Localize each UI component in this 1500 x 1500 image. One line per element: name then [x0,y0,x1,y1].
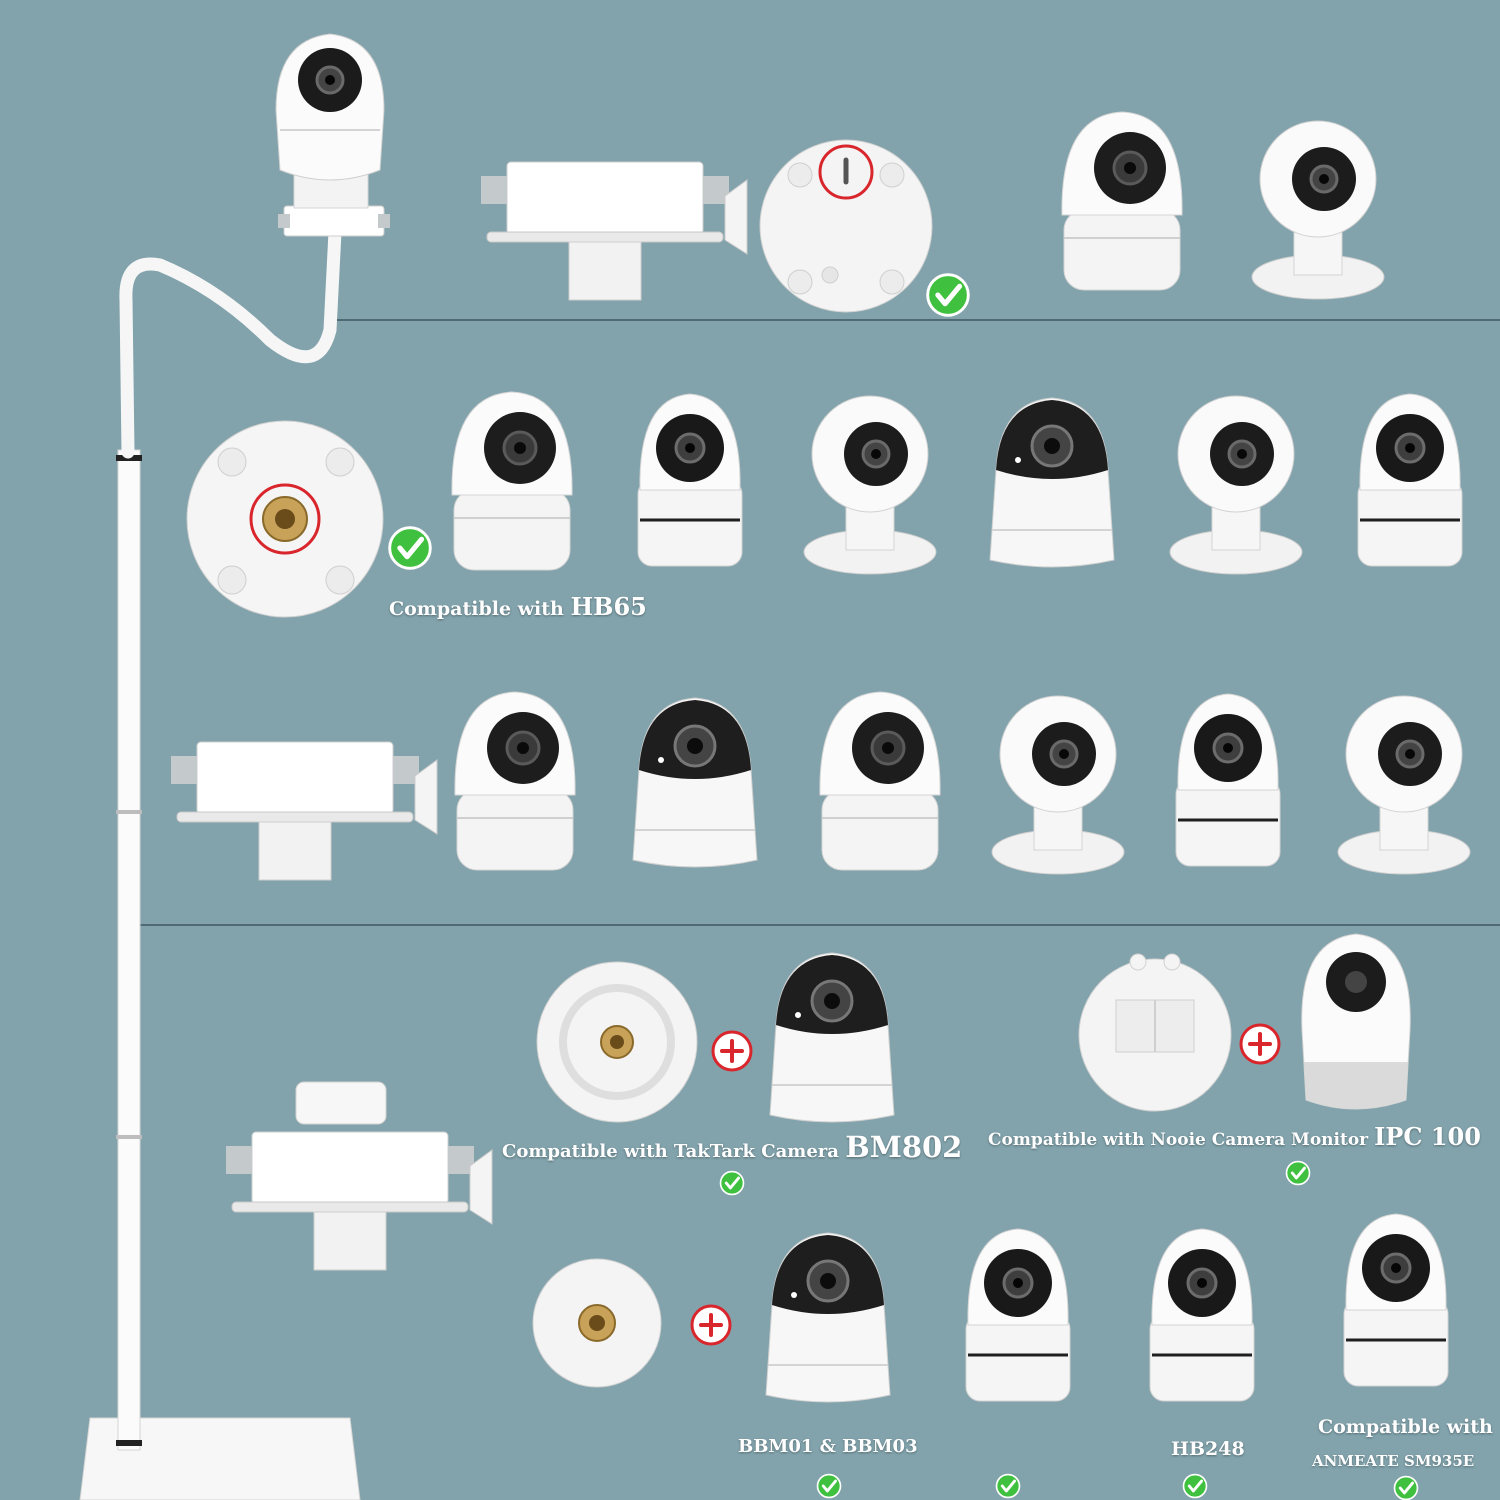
caption-hb65-prefix: Compatible with [389,598,564,620]
check-icon [816,1473,842,1499]
plus-icon [711,1030,753,1072]
check-icon [1182,1473,1208,1499]
caption-taktark-prefix: Compatible with TakTark Camera [502,1141,839,1162]
caption-anmeate-line2: ANMEATE SM935E [1312,1452,1475,1470]
clamp-adapter [170,741,438,881]
check-icon [995,1473,1021,1499]
caption-hb248: HB248 [1171,1438,1245,1460]
bm802-adapter-ring [536,961,698,1123]
caption-nooie-model: IPC 100 [1374,1122,1481,1151]
check-icon [719,1170,745,1196]
caption-nooie: Compatible with Nooie Camera Monitor IPC… [988,1122,1481,1151]
plus-icon [1239,1023,1281,1065]
baby-camera-icon [1174,692,1282,868]
baby-camera-icon [768,951,896,1124]
baby-camera-icon [1060,110,1184,292]
check-icon [928,275,969,316]
check-icon [390,528,431,569]
baby-camera-icon [802,394,938,576]
baby-camera-icon [964,1227,1072,1403]
check-icon [1285,1160,1311,1186]
keyhole-mount-plate [759,139,933,313]
baby-camera-icon [1336,694,1472,876]
ipc100-adapter-plate [1078,953,1232,1112]
baby-camera-icon [636,392,744,568]
caption-nooie-prefix: Compatible with Nooie Camera Monitor [988,1130,1369,1150]
floor-stand [79,33,390,1500]
baby-camera-icon [1168,394,1304,576]
caption-taktark-model: BM802 [845,1130,963,1164]
caption-hb65-model: HB65 [570,592,647,621]
caption-anmeate-line1: Compatible with [1318,1416,1493,1438]
baby-camera-icon [1356,392,1464,568]
baby-camera-icon [1148,1227,1256,1403]
baby-camera-icon [988,396,1116,569]
caption-hb65: Compatible with HB65 [389,592,647,621]
baby-camera-icon [1250,119,1386,301]
check-icon [1393,1475,1419,1500]
plus-icon [690,1304,732,1346]
threaded-mount-plate [186,420,384,618]
clamp-adapter-with-knob [225,1081,493,1271]
baby-camera-icon [818,690,942,872]
baby-camera-icon [764,1231,892,1404]
caption-bbm: BBM01 & BBM03 [738,1436,918,1457]
baby-camera-icon [631,696,759,869]
clamp-adapter [480,161,748,301]
baby-camera-icon [990,694,1126,876]
threaded-adapter-ring [532,1258,662,1388]
baby-camera-icon [1342,1212,1450,1388]
ipc100-camera [1301,933,1411,1110]
baby-camera-icon [450,390,574,572]
caption-taktark: Compatible with TakTark Camera BM802 [502,1130,962,1164]
baby-camera-icon [453,690,577,872]
